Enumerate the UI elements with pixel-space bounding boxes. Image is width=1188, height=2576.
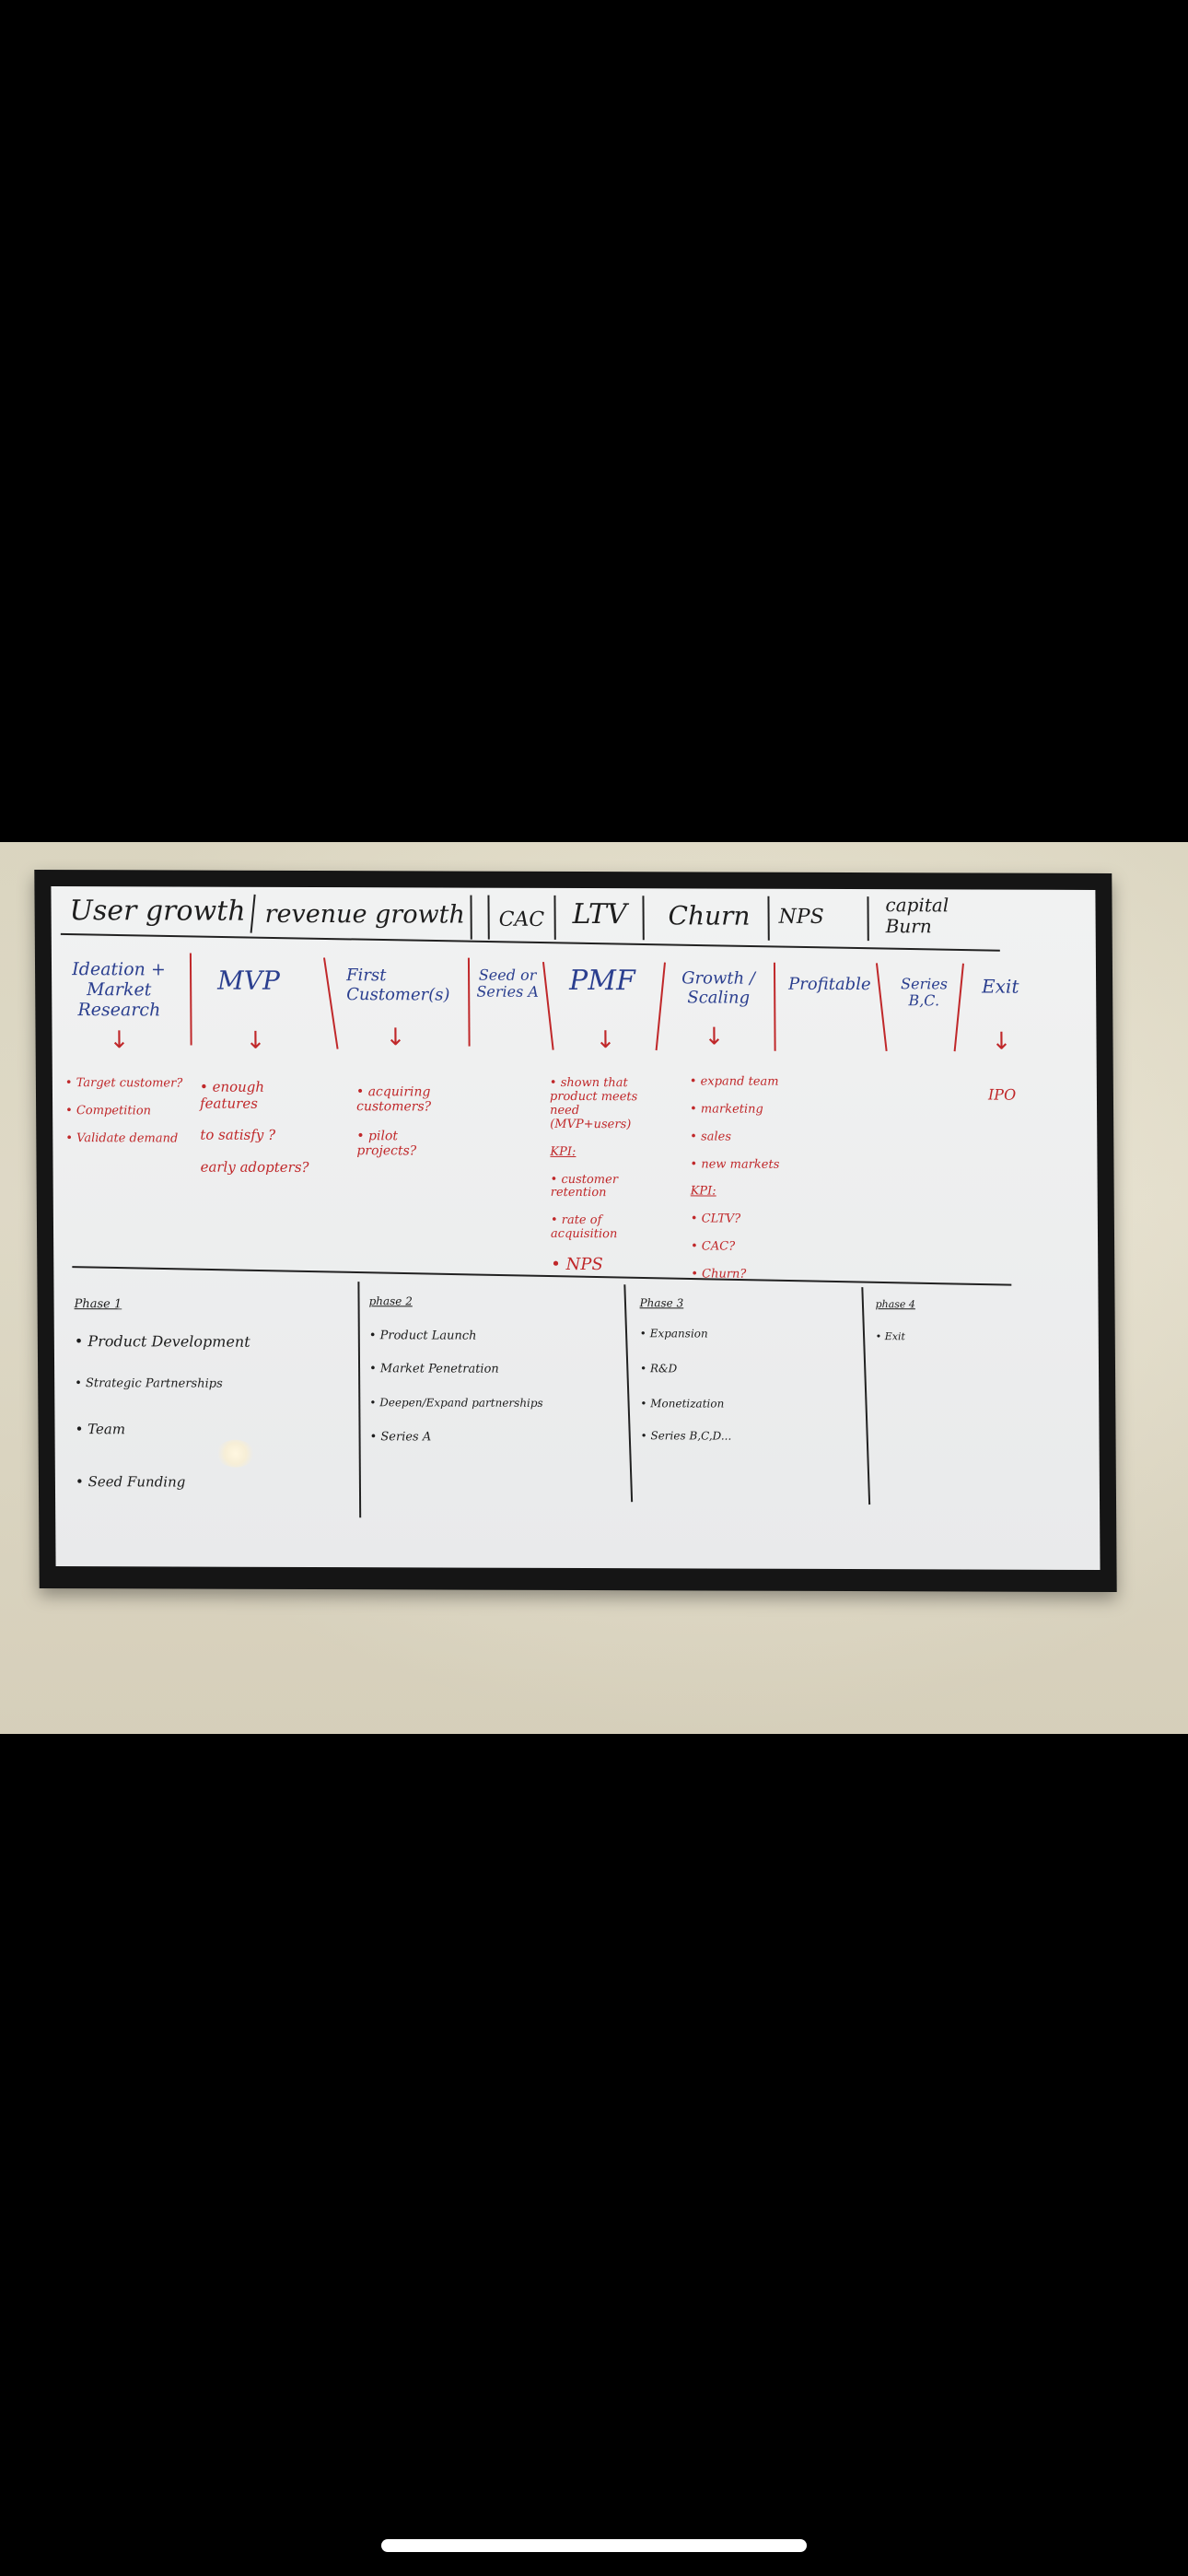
stage-first-customers: First Customer(s)	[346, 966, 450, 1005]
phase-item: • Monetization	[640, 1396, 725, 1411]
metric-divider	[553, 895, 556, 940]
metric-ltv: LTV	[572, 897, 627, 931]
note-line: IPO	[987, 1085, 1017, 1105]
stage-ideation: Ideation + Market Research	[72, 959, 166, 1021]
phase-item: • Series B,C,D...	[640, 1429, 732, 1443]
phase-title: phase 2	[368, 1294, 413, 1308]
note-line: • CLTV?	[690, 1212, 741, 1226]
note-line: • Competition	[65, 1103, 152, 1118]
phase-2: phase 2 • Product Launch • Market Penetr…	[368, 1282, 618, 1459]
metric-divider	[487, 895, 490, 940]
stage-divider	[189, 953, 192, 1046]
stage-divider	[773, 962, 776, 1051]
down-arrow-icon: ↓	[704, 1023, 725, 1051]
metric-user-growth: User growth	[69, 895, 246, 928]
whiteboard-photo: User growth revenue growth CAC LTV Churn…	[0, 842, 1188, 1734]
metric-divider	[767, 896, 770, 941]
stage-exit: Exit	[982, 975, 1019, 998]
phase-item: • Exit	[875, 1330, 906, 1343]
phase-item: • Expansion	[639, 1327, 708, 1341]
note-line: • enough features	[199, 1078, 265, 1112]
note-line: • shown that product meets need (MVP+use…	[549, 1075, 638, 1131]
stage-mvp: MVP	[217, 965, 280, 996]
metric-churn: Churn	[668, 900, 751, 931]
note-line: KPI:	[690, 1184, 716, 1199]
note-line: • customer retention	[550, 1172, 619, 1200]
note-line: • CAC?	[691, 1239, 736, 1254]
phase-item: • Series A	[369, 1430, 432, 1445]
note-line: • NPS	[551, 1255, 603, 1275]
phase-column-divider	[861, 1287, 871, 1505]
down-arrow-icon: ↓	[245, 1026, 266, 1055]
note-line: • acquiring customers?	[355, 1084, 432, 1115]
stage-divider	[875, 963, 888, 1052]
note-line: to satisfy ?	[200, 1126, 276, 1143]
whiteboard-frame: User growth revenue growth CAC LTV Churn…	[34, 869, 1117, 1593]
phase-title: phase 4	[875, 1297, 915, 1310]
phase-item: • Market Penetration	[369, 1361, 499, 1376]
phase-title: Phase 3	[639, 1296, 684, 1310]
home-indicator[interactable]	[381, 2539, 807, 2552]
down-arrow-icon: ↓	[385, 1024, 406, 1052]
stage-profitable: Profitable	[788, 974, 871, 995]
note-line: • Validate demand	[65, 1130, 179, 1146]
phase-column-divider	[623, 1284, 634, 1503]
metric-divider	[470, 895, 472, 940]
down-arrow-icon: ↓	[109, 1026, 130, 1055]
phase-item: • Product Development	[74, 1332, 250, 1352]
note-line: • rate of acquisition	[550, 1213, 618, 1242]
metric-nps: NPS	[778, 905, 824, 929]
phase-item: • R&D	[639, 1362, 678, 1376]
metric-capital-burn: capital Burn	[885, 894, 949, 938]
notes-growth-scaling: • expand team • marketing • sales • new …	[690, 1061, 784, 1295]
stage-divider	[953, 963, 964, 1052]
stage-divider	[542, 962, 554, 1050]
metric-divider	[642, 896, 645, 941]
down-arrow-icon: ↓	[991, 1027, 1012, 1056]
stage-series-bc: Series B,C.	[901, 975, 949, 1010]
note-line: • sales	[690, 1130, 732, 1144]
note-line: KPI:	[550, 1144, 577, 1159]
phase-3: Phase 3 • Expansion • R&D • Monetization…	[639, 1284, 852, 1457]
note-line: • expand team	[689, 1074, 779, 1089]
stage-pmf: PMF	[568, 964, 635, 998]
phase-item: • Team	[75, 1421, 126, 1438]
phase-1: Phase 1 • Product Development • Strategi…	[74, 1282, 352, 1506]
notes-first-customers: • acquiring customers? • pilot projects?	[356, 1070, 459, 1174]
metric-cac: CAC	[498, 907, 545, 931]
metrics-underline	[60, 932, 1000, 952]
phase-item: • Seed Funding	[75, 1472, 186, 1491]
phase-item: • Deepen/Expand partnerships	[369, 1396, 543, 1411]
note-line: • new markets	[690, 1156, 780, 1172]
phase-column-divider	[357, 1282, 362, 1518]
metric-revenue-growth: revenue growth	[264, 899, 465, 930]
stage-growth-scaling: Growth / Scaling	[681, 968, 756, 1008]
note-line: early adopters?	[200, 1158, 309, 1176]
phase-4: phase 4 • Exit	[875, 1287, 1005, 1355]
notes-mvp: • enough features to satisfy ? early ado…	[200, 1064, 320, 1191]
down-arrow-icon: ↓	[595, 1026, 616, 1055]
notes-exit: IPO	[988, 1071, 1017, 1121]
stage-divider	[467, 957, 471, 1047]
note-line: • Target customer?	[64, 1075, 183, 1091]
phase-item: • Product Launch	[368, 1328, 477, 1343]
note-line: • marketing	[690, 1102, 763, 1117]
notes-pmf: • shown that product meets need (MVP+use…	[550, 1063, 662, 1289]
stage-divider	[322, 957, 339, 1049]
note-line: • pilot projects?	[356, 1129, 417, 1159]
phase-title: Phase 1	[74, 1297, 122, 1312]
stage-seed-series-a: Seed or Series A	[476, 966, 540, 1001]
stage-divider	[655, 962, 666, 1051]
metric-divider	[867, 896, 869, 942]
notes-ideation: • Target customer? • Competition • Valid…	[65, 1063, 195, 1160]
metric-divider	[250, 894, 256, 933]
whiteboard-surface: User growth revenue growth CAC LTV Churn…	[51, 886, 1101, 1570]
phase-item: • Strategic Partnerships	[75, 1376, 223, 1391]
